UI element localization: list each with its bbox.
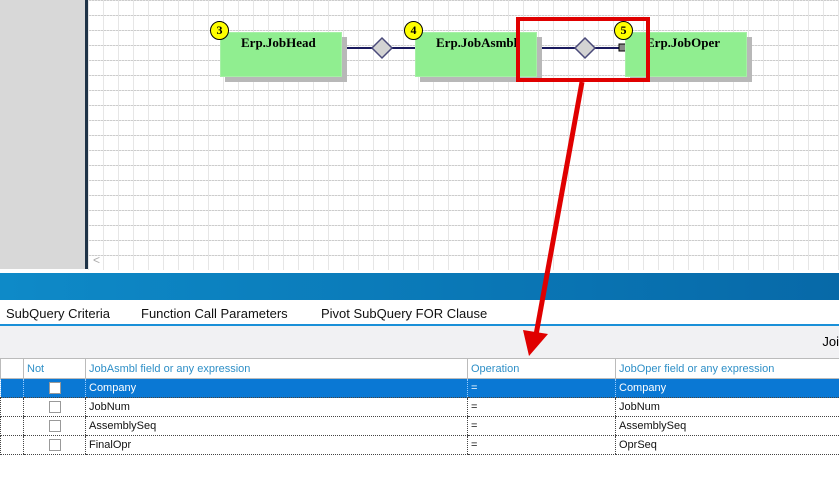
table-row[interactable]: AssemblySeq=AssemblySeq — [0, 416, 839, 436]
table-row[interactable]: Company=Company — [0, 378, 839, 398]
tab-pivot-subquery[interactable]: Pivot SubQuery FOR Clause — [321, 306, 488, 321]
node-badge: 4 — [404, 21, 423, 40]
col-right-field[interactable]: JobOper field or any expression — [615, 358, 839, 379]
panel-header-bar — [0, 273, 839, 300]
not-checkbox[interactable] — [49, 420, 61, 433]
node-badge: 3 — [210, 21, 229, 40]
join-label: Joi — [822, 334, 839, 349]
scroll-left-icon[interactable]: < — [93, 253, 101, 267]
tab-subquery-criteria[interactable]: SubQuery Criteria — [6, 306, 111, 321]
col-not[interactable]: Not — [23, 358, 86, 379]
not-checkbox[interactable] — [49, 439, 61, 452]
node-jobasmbl[interactable]: Erp.JobAsmbl — [415, 32, 537, 77]
col-left-field[interactable]: JobAsmbl field or any expression — [85, 358, 468, 379]
tab-function-call-parameters[interactable]: Function Call Parameters — [141, 306, 288, 321]
node-joboper[interactable]: Erp.JobOper — [625, 32, 747, 77]
not-checkbox[interactable] — [49, 382, 61, 395]
not-checkbox[interactable] — [49, 401, 61, 414]
col-operation[interactable]: Operation — [467, 358, 616, 379]
tab-strip: SubQuery Criteria Function Call Paramete… — [0, 300, 839, 326]
node-jobhead[interactable]: Erp.JobHead — [220, 32, 342, 77]
join-diamond-2[interactable] — [573, 36, 597, 60]
table-row[interactable]: JobNum=JobNum — [0, 397, 839, 417]
table-row[interactable]: FinalOpr=OprSeq — [0, 435, 839, 455]
left-panel — [0, 0, 88, 269]
node-badge: 5 — [614, 21, 633, 40]
toolbar: Joi — [0, 326, 839, 358]
join-diamond-1[interactable] — [370, 36, 394, 60]
